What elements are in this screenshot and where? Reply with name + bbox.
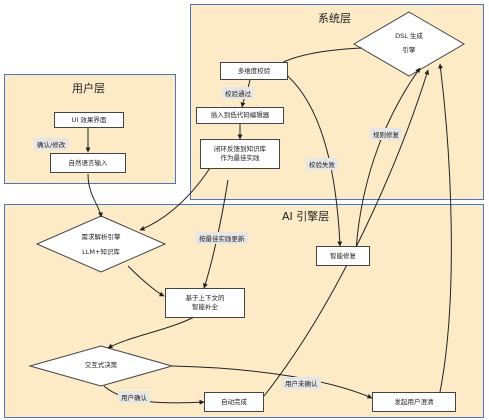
closed-loop-box: 闭环反馈到知识库 作为最佳实践 [200,139,280,169]
context-complete-line1: 基于上下文的 [185,294,225,303]
interactive-decision-text: 交互式决策 [84,361,118,369]
edge-dsl-to-check [275,47,363,67]
req-parse-line2: LLM+知识库 [82,248,120,256]
edge-auto-to-dsl [263,69,430,397]
insert-editor-box: 插入到低代码编辑器 [196,107,284,124]
edge-loop-to-parse [139,167,211,231]
nl-input-box: 自然语言输入 [50,153,126,173]
edge-complete-to-decision [107,315,197,349]
context-complete-line2: 智能补全 [192,303,218,311]
edge-label-check-fail: 校验失败 [306,158,338,170]
smart-fix-box: 智能修复 [316,246,370,266]
ui-effect-box: UI 效果界面 [54,112,124,128]
edge-clarify-to-dsl [438,63,452,393]
multi-check-box: 多维度校验 [220,62,288,80]
dsl-engine-line1: DSL 生成 [395,32,423,40]
edge-label-confirm-modify: 确认/修改 [34,138,69,150]
closed-loop-line1: 闭环反馈到知识库 [214,145,266,154]
auto-complete-box: 自动完成 [204,392,264,412]
edge-label-rule-fix: 规则修复 [370,128,402,140]
clarify-box: 发起用户澄清 [372,392,456,412]
edge-checkfail-to-fix [282,71,343,247]
req-parse-diamond [35,215,167,273]
interactive-diamond [28,345,174,387]
context-complete-box: 基于上下文的 智能补全 [165,288,245,318]
edge-label-check-pass: 校验通过 [222,87,254,99]
edge-decision-to-clarify [171,365,373,399]
dsl-engine-diamond [353,11,465,77]
edge-input-to-parse [87,173,104,218]
ai-engine-layer-title: AI 引擎层 [282,210,330,223]
edge-parse-to-complete [127,265,165,297]
edge-fix-to-dsl [355,67,421,251]
edge-bestpractice [203,179,229,289]
system-layer-title: 系统层 [318,12,351,25]
user-layer-title: 用户层 [72,82,105,95]
closed-loop-line2: 作为最佳实践 [220,154,260,162]
edge-label-user-confirm: 用户确认 [118,391,150,403]
dsl-engine-line2: 引擎 [402,46,416,54]
edge-label-best-practice-update: 按最佳实践更新 [196,232,248,244]
req-parse-line1: 需求解析引擎 [81,233,121,241]
edge-label-user-unconfirmed: 用户未确认 [282,377,321,389]
